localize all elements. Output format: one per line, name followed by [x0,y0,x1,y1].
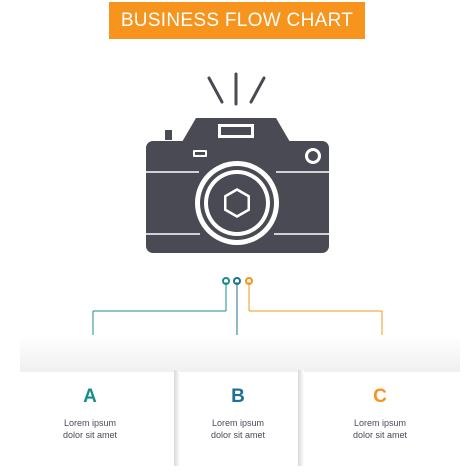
step-text-b-line2: dolor sit amet [210,430,266,440]
step-text-a: Lorem ipsum dolor sit amet [22,417,158,441]
step-text-a-line2: dolor sit amet [62,430,118,440]
connector-dot-b [233,277,241,285]
connector-dot-c [245,277,253,285]
step-letter-c: C [373,386,387,407]
cards-backdrop [20,335,460,372]
step-text-b: Lorem ipsum dolor sit amet [180,417,296,441]
step-text-b-line1: Lorem ipsum [211,418,265,428]
step-text-c-line1: Lorem ipsum [353,418,407,428]
step-card-c: C Lorem ipsum dolor sit amet [304,372,456,462]
step-letter-a: A [83,386,97,407]
connector-dot-a [222,277,230,285]
step-text-c: Lorem ipsum dolor sit amet [304,417,456,441]
card-divider-1 [174,370,180,466]
step-card-b: B Lorem ipsum dolor sit amet [180,372,296,462]
chart-title: BUSINESS FLOW CHART [120,9,354,31]
step-text-a-line1: Lorem ipsum [63,418,117,428]
title-banner: BUSINESS FLOW CHART [109,2,365,39]
step-text-c-line2: dolor sit amet [352,430,408,440]
card-divider-2 [298,370,304,466]
step-card-a: A Lorem ipsum dolor sit amet [22,372,158,462]
step-letter-b: B [231,386,245,407]
